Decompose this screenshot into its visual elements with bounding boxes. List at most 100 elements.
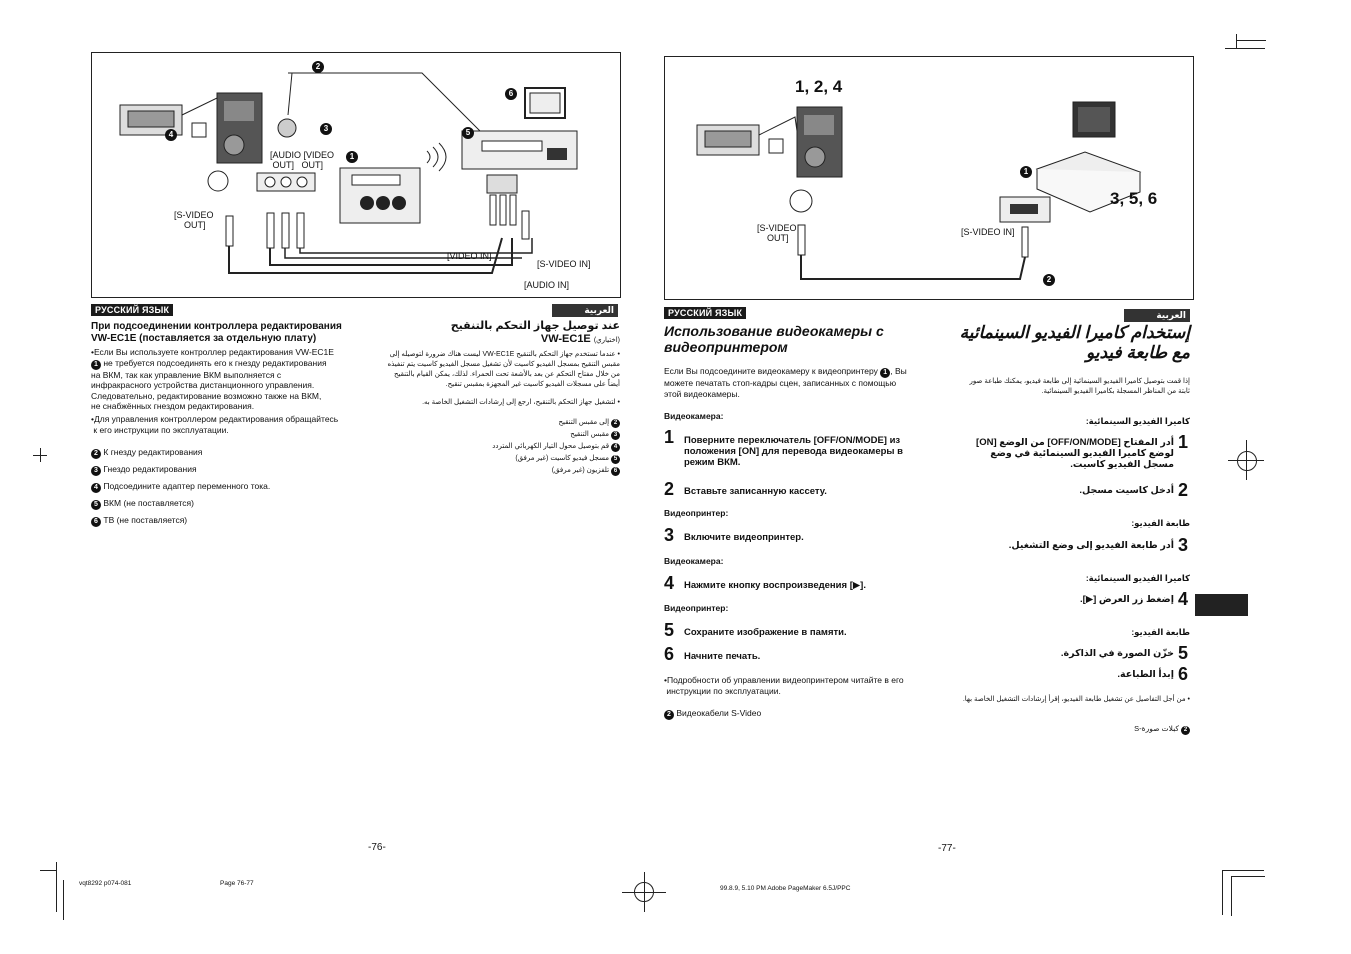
ar-legend-item: 4 قم بتوصيل محول التيار الكهربائي المترد… [430, 442, 620, 453]
edit-jack-shape [277, 118, 297, 138]
label-s-video-out: [S-VIDEO OUT] [757, 223, 797, 243]
ru-legend-item: 6 ТВ (не поставляется) [91, 515, 187, 527]
legend-circle: 5 [611, 455, 620, 464]
section-edge-tab [1195, 594, 1248, 616]
legend-circle: 4 [91, 483, 101, 493]
callout-1: 1 [1020, 166, 1032, 178]
ru-bullet-1: •Если Вы используете контроллер редактир… [91, 347, 334, 411]
ru-legend-item: 3 Гнездо редактирования [91, 464, 197, 476]
legend-circle: 6 [611, 467, 620, 476]
ru-step-text: Нажмите кнопку воспроизведения [▶]. [684, 580, 866, 591]
ru-legend-item: 4 Подсоедините адаптер переменного тока. [91, 481, 270, 493]
ru-step-text: Поверните переключатель [OFF/ON/MODE] из… [684, 435, 904, 468]
ar-step-text: أدخل كاسيت مسجل. [1079, 485, 1174, 496]
ru-step-text: Сохраните изображение в памяти. [684, 627, 847, 638]
ar-section-label: كاميرا الفيديو السينمائية: [1085, 573, 1190, 583]
ar-step-number: 2 [1178, 480, 1189, 500]
ar-legend-item: 2 إلى مقبس التنقيح [430, 418, 620, 429]
label-s-video-in: [S-VIDEO IN] [537, 259, 591, 269]
legend-circle: 2 [91, 449, 101, 459]
ar-legend-item: 3 مقبس التنقيح [430, 430, 620, 441]
ru-step-number: 6 [664, 644, 675, 664]
footer-page-range: Page 76-77 [220, 880, 254, 887]
right-diagram-drawing [696, 101, 1142, 280]
ru-note: •Подробности об управлении видеопринтеро… [664, 675, 904, 696]
legend-circle: 2 [1181, 726, 1190, 735]
ru-heading-edit-controller: При подсоединении контроллера редактиров… [91, 321, 342, 344]
legend-circle: 3 [91, 466, 101, 476]
ru-step-number: 4 [664, 573, 675, 593]
ar-language-badge-left: العربية [552, 304, 618, 317]
ar-step-number: 1 [1178, 432, 1189, 452]
legend-circle: 3 [611, 431, 620, 440]
ar-step-number: 4 [1178, 589, 1189, 609]
ru-bullet-1-circle: 1 [91, 359, 101, 370]
ru-step-number: 2 [664, 479, 675, 499]
footer-job-id: vqt8292 p074-081 [79, 880, 132, 887]
ru-section-label: Видеокамера: [664, 411, 724, 421]
ar-section-label: طابعة الفيديو: [1131, 518, 1190, 528]
ru-legend-item: 2 К гнезду редактирования [91, 447, 202, 459]
right-connection-diagram: 1, 2, 4 3, 5, 6 1 2 [S-VIDEO OUT] [S-VID… [664, 56, 1194, 300]
ar-step-text: إضغط زر العرض [▶]. [1080, 594, 1174, 605]
ar-bullet-2: • لتشغيل جهاز التحكم بالتنقيح، ارجع إلى … [422, 399, 620, 406]
label-audio-video-out: [AUDIO [VIDEO OUT] OUT] [270, 150, 335, 170]
ru-language-badge-right: РУССКИЙ ЯЗЫК [664, 307, 747, 319]
ar-section-label: كاميرا الفيديو السينمائية: [1085, 416, 1190, 426]
ru-title-video-printer: Использование видеокамеры с видеопринтер… [664, 323, 884, 355]
ar-step-text: أدر المفتاح [OFF/ON/MODE] من الوضع [ON] … [976, 437, 1174, 470]
legend-circle: 4 [611, 443, 620, 452]
ar-section-label: طابعة الفيديو: [1131, 627, 1190, 637]
callout-4: 4 [165, 129, 177, 141]
ar-step-text: أدر طابعة الفيديو إلى وضع التشغيل. [1008, 540, 1174, 551]
ru-intro-circle: 1 [880, 368, 891, 378]
ar-legend-item: 2 كبلات صورة-S [1060, 724, 1190, 735]
ar-legend-item: 5 مسجل فيديو كاسيت (غير مرفق) [430, 454, 620, 465]
step-group-label-left: 1, 2, 4 [795, 77, 843, 96]
callout-1: 1 [346, 151, 358, 163]
step-group-label-right: 3, 5, 6 [1110, 189, 1158, 208]
label-video-in: [VIDEO IN] [447, 251, 492, 261]
callout-5: 5 [462, 127, 474, 139]
ru-step-text: Начните печать. [684, 651, 761, 662]
ru-section-label: Видеопринтер: [664, 603, 729, 613]
ar-step-number: 3 [1178, 535, 1189, 555]
legend-circle: 6 [91, 517, 101, 527]
ar-step-text: إبدأ الطباعة. [1117, 669, 1174, 680]
legend-circle: 2 [611, 419, 620, 428]
label-audio-in: [AUDIO IN] [524, 280, 570, 290]
ar-heading-edit-controller: عند توصيل جهاز التحكم بالتنقيح (اختياري)… [450, 320, 620, 345]
callout-2: 2 [312, 61, 324, 73]
left-diagram-drawing [119, 72, 578, 274]
label-s-video-in: [S-VIDEO IN] [961, 227, 1015, 237]
ru-step-number: 5 [664, 620, 675, 640]
ru-legend-item: 2 Видеокабели S-Video [664, 708, 761, 720]
ru-section-label: Видеопринтер: [664, 508, 729, 518]
ar-note: • من أجل التفاصيل عن تشغيل طابعة الفيديو… [962, 696, 1190, 703]
ar-step-number: 5 [1178, 643, 1189, 663]
ar-title-video-printer: إستخدام كاميرا الفيديو السينمائية مع طاب… [959, 323, 1190, 362]
legend-circle: 5 [91, 500, 101, 510]
page-number-right: -77- [938, 843, 956, 854]
ar-step-number: 6 [1178, 664, 1189, 684]
legend-circle: 2 [664, 710, 674, 720]
ru-legend-item: 5 ВКМ (не поставляется) [91, 498, 194, 510]
ar-intro: إذا قمت بتوصيل كاميرا الفيديو السينمائية… [969, 378, 1190, 395]
footer-print-info: 99.8.9, 5.10 PM Adobe PageMaker 6.5J/PPC [720, 885, 851, 892]
power-plug-shape [191, 122, 207, 138]
page-number-left: -76- [368, 842, 386, 853]
ru-step-text: Включите видеопринтер. [684, 532, 804, 543]
ru-section-label: Видеокамера: [664, 556, 724, 566]
ru-bullet-2: •Для управления контроллером редактирова… [91, 414, 339, 435]
ru-intro: Если Вы подсоедините видеокамеру к видео… [664, 366, 907, 399]
ru-step-number: 1 [664, 427, 675, 447]
label-s-video-out: [S-VIDEO OUT] [174, 210, 214, 230]
ru-step-number: 3 [664, 525, 675, 545]
left-connection-diagram: 2 3 4 1 5 6 [AUDIO [VIDEO OUT] OUT] [S-V… [91, 52, 621, 298]
callout-3: 3 [320, 123, 332, 135]
callout-6: 6 [505, 88, 517, 100]
ar-step-text: خزّن الصورة في الذاكرة. [1060, 648, 1174, 659]
ar-bullet-1: • عندما تستخدم جهاز التحكم بالتنقيح VW-E… [387, 351, 620, 388]
ru-step-text: Вставьте записанную кассету. [684, 486, 827, 497]
callout-2: 2 [1043, 274, 1055, 286]
